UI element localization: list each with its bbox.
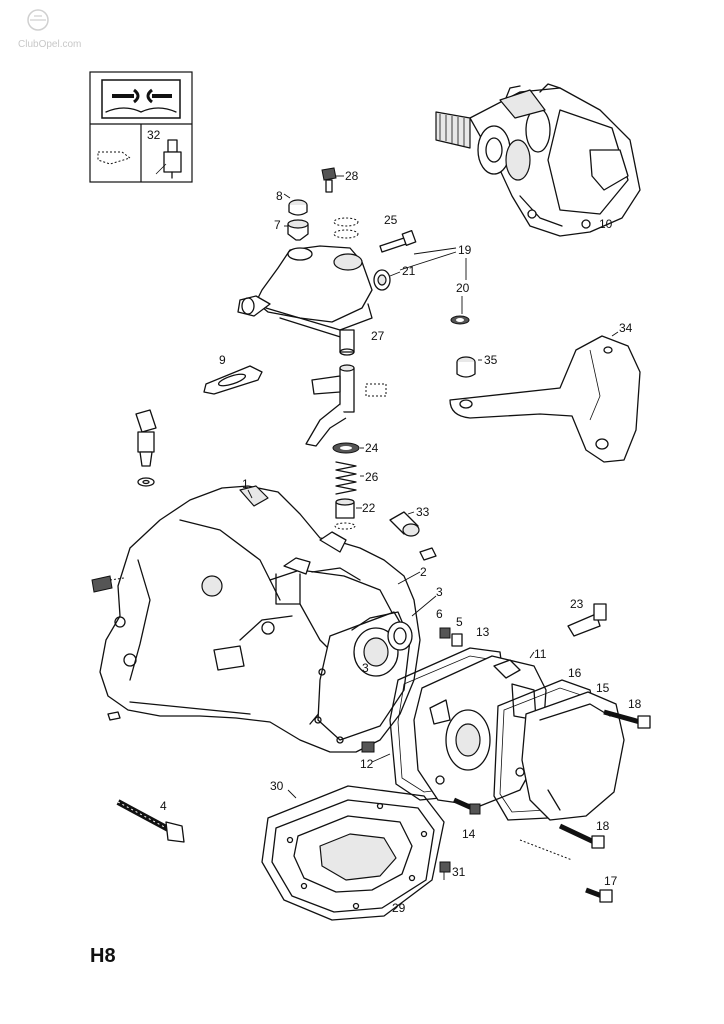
legend-part-small-icon [97,151,132,165]
svg-text:4: 4 [160,799,167,813]
part-9-gasket: 9 [203,353,263,395]
svg-text:18: 18 [628,697,642,711]
part-7-bushing: 7 [274,218,309,241]
svg-text:26: 26 [365,470,379,484]
locating-pin [107,711,121,721]
svg-text:7: 7 [274,218,281,232]
part-6-plug: 6 [436,607,451,639]
svg-text:30: 30 [270,779,284,793]
part-35-bolt: 35 [456,353,498,378]
svg-text:2: 2 [420,565,427,579]
part-22-bushing: 22 [334,498,376,530]
housing-bolt-left [91,575,125,593]
part-27-selector-housing: 27 [237,245,385,356]
part-23-plug: 23 [567,597,607,637]
svg-text:13: 13 [476,625,490,639]
part-17-bolt: 17 [585,874,618,903]
svg-text:34: 34 [619,321,633,335]
legend-part-32-icon: 32 [147,128,182,179]
svg-text:11: 11 [534,647,547,661]
svg-text:6: 6 [436,607,443,621]
svg-text:16: 16 [568,666,582,680]
svg-text:24: 24 [365,441,379,455]
part-4-bolt: 4 [116,799,185,843]
part-5-plug: 5 [451,615,463,647]
part-28-bolt: 28 [321,167,359,193]
part-15-cover: 15 [521,681,625,821]
svg-text:14: 14 [462,827,476,841]
part-21-seal: 21 [373,264,416,291]
svg-text:1: 1 [242,477,249,491]
part-30-gasket: 30 [261,779,445,921]
part-34-bracket: 34 [449,321,641,463]
svg-text:10: 10 [599,217,613,231]
svg-text:31: 31 [452,865,466,879]
legend-ref-number: 32 [147,128,161,142]
svg-text:5: 5 [456,615,463,629]
shift-fork [305,364,387,447]
part-19-seal-rings [333,217,359,239]
svg-text:17: 17 [604,874,618,888]
book-and-wrench-icon [101,79,181,119]
svg-text:25: 25 [384,213,398,227]
part-12-plug: 12 [360,741,391,771]
svg-text:33: 33 [416,505,430,519]
part-10-gear-assembly: 10 [435,83,641,237]
transmission-housing [99,485,421,753]
svg-text:20: 20 [456,281,470,295]
sensor-switch [135,409,157,487]
part-24-washer: 24 [332,441,379,455]
part-33-bushing: 33 [389,505,437,561]
clubopel-watermark: ClubOpel.com [18,9,81,50]
svg-text:15: 15 [596,681,610,695]
svg-text:3: 3 [436,585,443,599]
part-11-end-cover: 11 [413,647,547,807]
svg-text:27: 27 [371,329,385,343]
part-20-washer: 20 [450,281,470,325]
svg-text:21: 21 [402,264,416,278]
svg-text:8: 8 [276,189,283,203]
svg-text:35: 35 [484,353,498,367]
part-29-oil-pan: 29 [271,799,435,915]
svg-text:18: 18 [596,819,610,833]
part-14-bolt: 14 [452,797,481,841]
svg-text:19: 19 [458,243,472,257]
callout-19: 19 [399,243,472,280]
legend-box: 32 [89,71,193,183]
part-26-spring: 26 [335,461,379,495]
callout-2-3: 2 3 3 [362,565,443,675]
svg-text:23: 23 [570,597,584,611]
part-31-drain-plug: 31 [439,861,466,880]
svg-text:29: 29 [392,901,406,915]
svg-text:22: 22 [362,501,376,515]
part-18-bolt-lower: 18 [519,819,610,861]
svg-text:28: 28 [345,169,359,183]
watermark-text: ClubOpel.com [18,39,81,50]
callout-1: 1 [242,477,253,499]
svg-text:3: 3 [362,661,369,675]
svg-text:9: 9 [219,353,226,367]
part-18-bolt-upper: 18 [603,697,651,729]
page-code: H8 [90,945,116,967]
svg-text:12: 12 [360,757,374,771]
part-8-cap: 8 [276,189,308,216]
part-25-bolt: 25 [379,213,417,253]
